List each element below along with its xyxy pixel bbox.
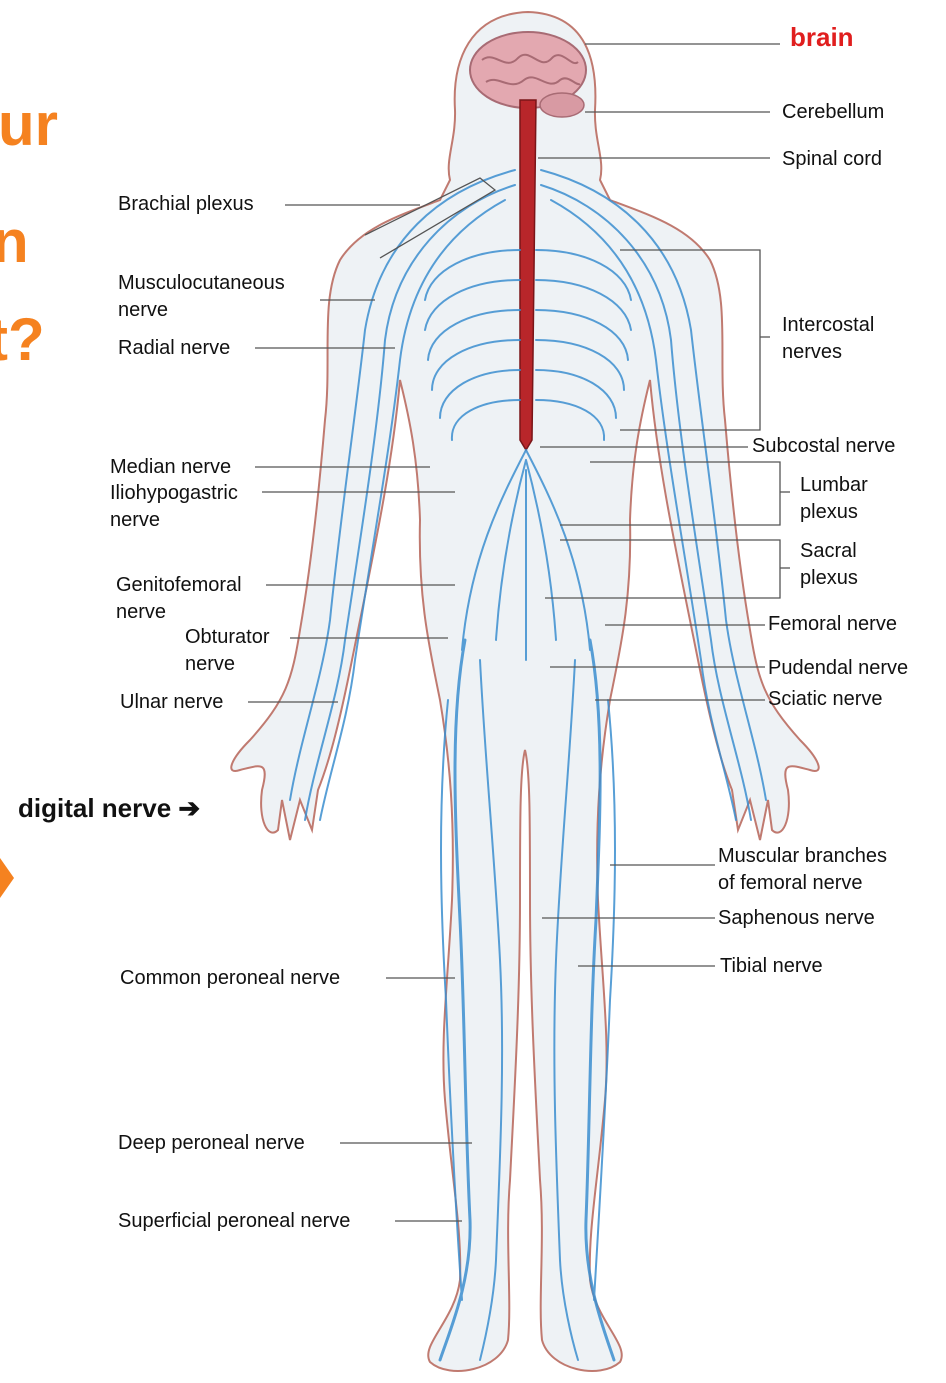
label-genitofemoral-2: nerve [116, 599, 166, 626]
label-genitofemoral-1: Genitofemoral [116, 572, 242, 599]
label-lumbar-2: plexus [800, 499, 858, 526]
label-subcostal: Subcostal nerve [752, 433, 895, 460]
label-pudendal: Pudendal nerve [768, 655, 908, 682]
label-muscular-branches-1: Muscular branches [718, 843, 887, 870]
label-sciatic: Sciatic nerve [768, 686, 883, 713]
label-deep-peroneal: Deep peroneal nerve [118, 1130, 305, 1157]
label-radial: Radial nerve [118, 335, 230, 362]
label-spinal-cord: Spinal cord [782, 146, 882, 173]
label-median: Median nerve [110, 454, 231, 481]
label-brain: brain [790, 24, 854, 51]
label-tibial: Tibial nerve [720, 953, 823, 980]
label-digital-nerve: digital nerve ➔ [18, 793, 200, 824]
label-femoral: Femoral nerve [768, 611, 897, 638]
label-sacral-1: Sacral [800, 538, 857, 565]
label-musculocutaneous-1: Musculocutaneous [118, 270, 285, 297]
label-sacral-2: plexus [800, 565, 858, 592]
label-superficial-peroneal: Superficial peroneal nerve [118, 1208, 350, 1235]
label-intercostal-1: Intercostal [782, 312, 874, 339]
label-obturator-1: Obturator [185, 624, 269, 651]
label-muscular-branches-2: of femoral nerve [718, 870, 863, 897]
label-common-peroneal: Common peroneal nerve [120, 965, 340, 992]
label-saphenous: Saphenous nerve [718, 905, 875, 932]
label-cerebellum: Cerebellum [782, 99, 884, 126]
label-musculocutaneous-2: nerve [118, 297, 168, 324]
right-arrow-icon: ➔ [178, 793, 200, 823]
label-lumbar-1: Lumbar [800, 472, 868, 499]
label-iliohypogastric-2: nerve [110, 507, 160, 534]
label-obturator-2: nerve [185, 651, 235, 678]
orange-arrow-icon [0, 858, 14, 898]
label-iliohypogastric-1: Iliohypogastric [110, 480, 238, 507]
label-intercostal-2: nerves [782, 339, 842, 366]
label-ulnar: Ulnar nerve [120, 689, 223, 716]
label-brachial-plexus: Brachial plexus [118, 191, 254, 218]
